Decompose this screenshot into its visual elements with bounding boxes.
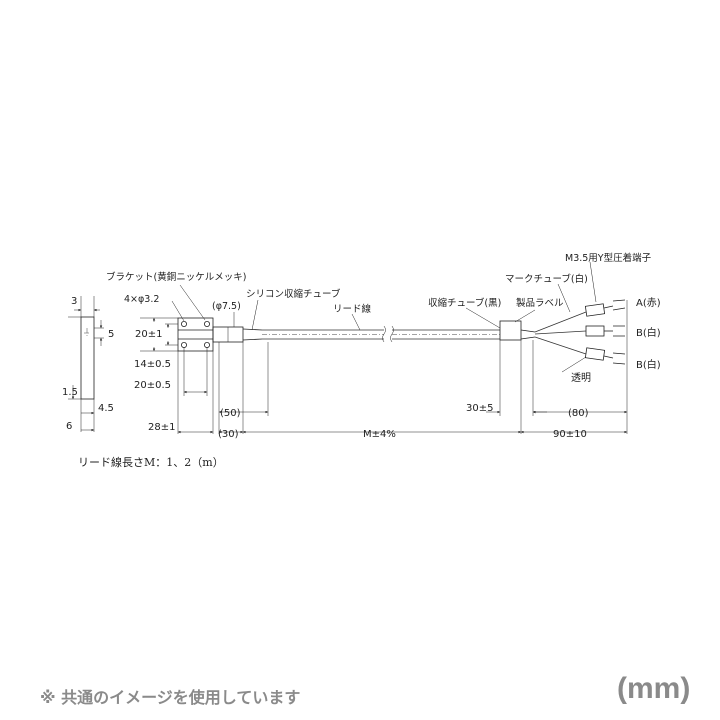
dim-90: 90±10 [553,429,587,440]
label-wire-b2: B(白) [636,358,661,371]
dim-50: (50) [220,408,241,419]
label-wire-b1: B(白) [636,326,661,339]
terminal-b1 [585,325,625,337]
dim-m: M±4% [363,429,396,440]
dim-1-5: 1.5 [62,387,78,398]
bracket-side-view [68,296,104,432]
dim-3: 3 [71,296,77,307]
dim-30: (30) [218,429,239,440]
label-silicone-tube: シリコン収縮チューブ [246,288,341,300]
note-lead-length: リード線長さM：1、2（m） [78,455,224,469]
dim-6: 6 [66,421,72,432]
dim-4-5: 4.5 [98,403,114,414]
dim-5: 5 [108,329,114,340]
unit-label: (mm) [617,672,691,705]
label-bracket: ブラケット(黄銅ニッケルメッキ) [106,271,246,283]
label-phi: (φ7.5) [212,301,241,312]
shrink-tube [465,307,536,434]
dim-28: 28±1 [148,422,175,433]
lead-wire [262,313,500,343]
dim-80: (80) [568,408,589,419]
dim-20-05: 20±0.5 [134,380,171,391]
label-product-label: 製品ラベル [516,297,564,309]
footer-notice: ※ 共通のイメージを使用しています [40,688,301,707]
wire-branches [534,311,587,355]
dim-20-1: 20±1 [135,329,162,340]
label-mark-tube: マークチューブ(白) [505,273,588,285]
label-shrink-tube-black: 収縮チューブ(黒) [428,297,501,309]
label-lead-wire: リード線 [333,303,372,315]
label-terminal: M3.5用Y型圧着端子 [565,252,652,264]
dim-14: 14±0.5 [134,359,171,370]
terminal-b2 [584,347,626,365]
label-wire-a: A(赤) [636,297,661,309]
label-holes: 4×φ3.2 [124,294,159,305]
bracket-front-view [140,284,269,434]
right-dimensions [243,410,627,434]
dim-30-5: 30±5 [466,403,493,414]
terminal-a [584,299,626,317]
label-transparent: 透明 [571,372,591,384]
